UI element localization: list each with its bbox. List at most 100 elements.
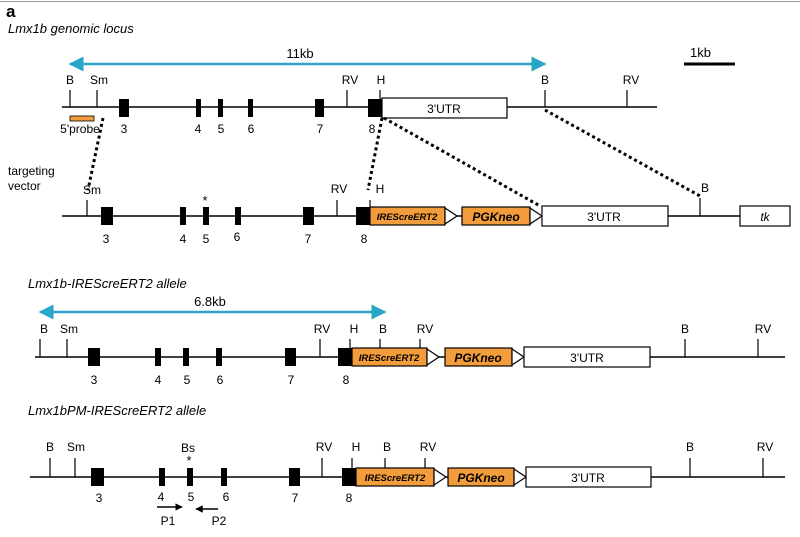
svg-text:RV: RV: [755, 322, 771, 336]
tv-site-Sm: Sm: [83, 183, 101, 216]
a1-site-RV1: RV: [314, 322, 330, 357]
tv-exon-label-6: 6: [234, 230, 241, 244]
svg-text:RV: RV: [623, 73, 639, 87]
tv-exon-label-8: 8: [361, 232, 368, 246]
wt-site-B1: B: [66, 73, 74, 107]
wt-exon-4: [196, 99, 201, 117]
tv-tk-label: tk: [760, 210, 770, 224]
a1-exon-5: [183, 348, 189, 366]
wt-exon-label-6: 6: [248, 122, 255, 136]
svg-text:H: H: [376, 182, 385, 196]
a2-exon-label-8: 8: [346, 491, 353, 505]
a2-site-RV1: RV: [316, 440, 332, 477]
wt-title: Lmx1b genomic locus: [8, 21, 134, 36]
tv-exon-7: [303, 207, 314, 225]
a2-exon-6: [221, 468, 227, 486]
a2-exon-label-6: 6: [223, 490, 230, 504]
svg-text:Sm: Sm: [90, 73, 108, 87]
a1-site-B1: B: [39, 322, 48, 357]
a2-site-B3: B: [686, 440, 694, 477]
a2-site-Sm: Sm: [67, 440, 85, 477]
a1-exon-label-6: 6: [217, 373, 224, 387]
wt-probe-bar: [69, 115, 95, 122]
svg-text:Bs: Bs: [181, 441, 195, 455]
wt-utr-box: [381, 97, 508, 119]
tv-loxp-1: [444, 206, 459, 226]
tv-exon-label-7: 7: [305, 232, 312, 246]
a1-exon-label-3: 3: [91, 373, 98, 387]
svg-text:RV: RV: [420, 440, 436, 454]
wt-site-Sm: Sm: [90, 73, 108, 107]
tv-exon-label-5: 5: [203, 232, 210, 246]
a1-loxp-2: [511, 347, 526, 367]
a1-exon-7: [285, 348, 296, 366]
svg-text:Sm: Sm: [67, 440, 85, 454]
a1-pgkneo-label: PGKneo: [454, 351, 501, 365]
a2-mutation-star: *: [186, 453, 191, 468]
tv-exon-5: [203, 207, 209, 225]
a1-utr-label: 3'UTR: [570, 351, 604, 365]
a2-exon-7: [289, 468, 300, 486]
a2-exon-5: [187, 468, 193, 486]
svg-text:B: B: [66, 73, 74, 87]
svg-text:Sm: Sm: [60, 322, 78, 336]
a2-exon-label-3: 3: [96, 491, 103, 505]
a2-site-B1: B: [46, 440, 54, 477]
wt-site-RV2: RV: [623, 73, 639, 107]
svg-text:RV: RV: [757, 440, 773, 454]
wt-locus: Lmx1b genomic locus 11kb B Sm RV H B RV …: [8, 21, 657, 136]
tv-mutation-star: *: [202, 193, 207, 208]
a2-exon-label-5: 5: [188, 490, 195, 504]
svg-text:H: H: [352, 440, 361, 454]
wt-exon-label-7: 7: [317, 122, 324, 136]
a2-loxp-1: [433, 467, 448, 487]
svg-text:RV: RV: [316, 440, 332, 454]
scale-bar-label: 1kb: [690, 45, 711, 60]
svg-text:B: B: [40, 322, 48, 336]
allele-ires: Lmx1b-IREScreERT2 allele 6.8kb B Sm RV H…: [28, 276, 785, 387]
svg-text:B: B: [686, 440, 694, 454]
a1-exon-label-8: 8: [343, 373, 350, 387]
tv-exon-8: [356, 207, 370, 225]
wt-exon-label-3: 3: [121, 122, 128, 136]
targeting-vector: targeting vector Sm RV H B * 3 4 5 6 7 8…: [8, 164, 791, 246]
tv-site-B: B: [699, 181, 709, 216]
tv-exon-6: [235, 207, 241, 225]
wt-exon-label-4: 4: [195, 122, 202, 136]
a2-title: Lmx1bPM-IREScreERT2 allele: [28, 403, 206, 418]
a2-loxp-2: [513, 467, 528, 487]
svg-text:RV: RV: [331, 182, 347, 196]
a2-primer-p1-label: P1: [161, 514, 176, 528]
tv-ires-label: IREScreERT2: [377, 212, 438, 223]
a2-exon-label-7: 7: [292, 491, 299, 505]
tv-utr-box: [541, 205, 669, 227]
a1-exon-6: [216, 348, 222, 366]
a2-exon-4: [159, 468, 165, 486]
a2-exon-3: [91, 468, 104, 486]
a1-exon-8: [338, 348, 352, 366]
tv-exon-label-4: 4: [180, 232, 187, 246]
svg-text:B: B: [701, 181, 709, 195]
svg-text:RV: RV: [342, 73, 358, 87]
svg-text:H: H: [350, 322, 359, 336]
a1-exon-4: [155, 348, 161, 366]
wt-exon-6: [248, 99, 253, 117]
tv-loxp-2: [529, 206, 544, 226]
wt-site-B2: B: [541, 73, 549, 107]
wt-probe-label: 5'probe: [60, 122, 100, 136]
wt-site-RV1: RV: [342, 73, 358, 107]
tv-pgkneo-label: PGKneo: [472, 210, 519, 224]
wt-exon-label-5: 5: [218, 122, 225, 136]
a1-site-B3: B: [681, 322, 689, 357]
tv-tk-box: [739, 205, 791, 227]
tv-exon-4: [180, 207, 186, 225]
svg-text:RV: RV: [314, 322, 330, 336]
a1-exon-label-4: 4: [155, 373, 162, 387]
a2-exon-8: [342, 468, 356, 486]
a1-site-Sm: Sm: [60, 322, 78, 357]
svg-text:Sm: Sm: [83, 183, 101, 197]
a2-site-Bs: Bs: [181, 441, 195, 455]
svg-text:B: B: [541, 73, 549, 87]
svg-text:B: B: [383, 440, 391, 454]
